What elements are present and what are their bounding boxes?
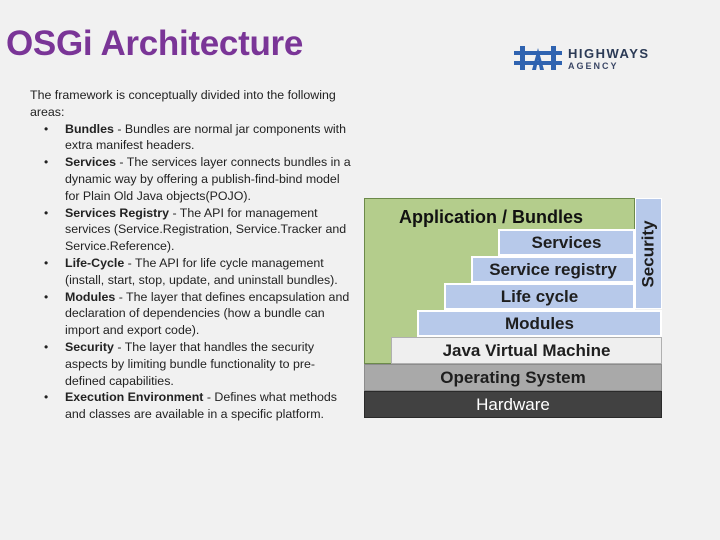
layer-security: Security bbox=[635, 198, 662, 309]
bullet-icon: • bbox=[44, 289, 49, 304]
area-term: Execution Environment bbox=[65, 390, 204, 405]
area-term: Bundles bbox=[65, 121, 114, 136]
intro-text: The framework is conceptually divided in… bbox=[30, 88, 336, 119]
area-desc: - The API for management services (Servi… bbox=[65, 205, 347, 254]
list-item: • Execution Environment - Defines what me… bbox=[30, 389, 352, 423]
area-term: Services Registry bbox=[65, 205, 170, 220]
bullet-icon: • bbox=[44, 390, 49, 405]
list-item: • Life-Cycle - The API for life cycle man… bbox=[30, 255, 352, 289]
layer-services: Services bbox=[498, 229, 635, 256]
bullet-icon: • bbox=[44, 255, 49, 270]
area-desc: - Bundles are normal jar components with… bbox=[65, 121, 346, 153]
highways-agency-logo: HIGHWAYS AGENCY bbox=[514, 44, 674, 72]
logo-text-line2: AGENCY bbox=[568, 61, 619, 71]
description-text: The framework is conceptually divided in… bbox=[30, 87, 352, 423]
bullet-icon: • bbox=[44, 339, 49, 354]
list-item: • Modules - The layer that defines encaps… bbox=[30, 289, 352, 339]
area-term: Services bbox=[65, 155, 116, 170]
layer-service-registry: Service registry bbox=[471, 256, 635, 283]
layer-life-cycle: Life cycle bbox=[444, 283, 635, 310]
area-desc: - The layer that defines encapsulation a… bbox=[65, 289, 350, 338]
osgi-layer-diagram: Application / Bundles Security Services … bbox=[364, 198, 662, 420]
bullet-icon: • bbox=[44, 155, 49, 170]
area-term: Life-Cycle bbox=[65, 255, 125, 270]
layer-modules: Modules bbox=[417, 310, 662, 337]
bullet-icon: • bbox=[44, 121, 49, 136]
area-term: Security bbox=[65, 339, 114, 354]
areas-list: • Bundles - Bundles are normal jar compon… bbox=[30, 121, 352, 423]
bullet-icon: • bbox=[44, 205, 49, 220]
area-desc: - Defines what methods and classes are a… bbox=[65, 390, 337, 422]
highways-logo-mark-icon bbox=[514, 46, 562, 70]
logo-text-line1: HIGHWAYS bbox=[568, 46, 650, 61]
area-desc: - The layer that handles the security as… bbox=[65, 339, 316, 388]
layer-operating-system: Operating System bbox=[364, 364, 662, 391]
list-item: • Services - The services layer connects … bbox=[30, 154, 352, 204]
list-item: • Security - The layer that handles the s… bbox=[30, 339, 352, 389]
layer-hardware: Hardware bbox=[364, 391, 662, 418]
area-desc: - The services layer connects bundles in… bbox=[65, 155, 351, 203]
area-desc: - The API for life cycle management (ins… bbox=[65, 255, 338, 287]
security-label: Security bbox=[638, 219, 658, 288]
list-item: • Services Registry - The API for managem… bbox=[30, 205, 352, 255]
page-title: OSGi Architecture bbox=[6, 24, 304, 63]
list-item: • Bundles - Bundles are normal jar compon… bbox=[30, 121, 352, 155]
area-term: Modules bbox=[65, 289, 116, 304]
layer-jvm: Java Virtual Machine bbox=[391, 337, 662, 364]
